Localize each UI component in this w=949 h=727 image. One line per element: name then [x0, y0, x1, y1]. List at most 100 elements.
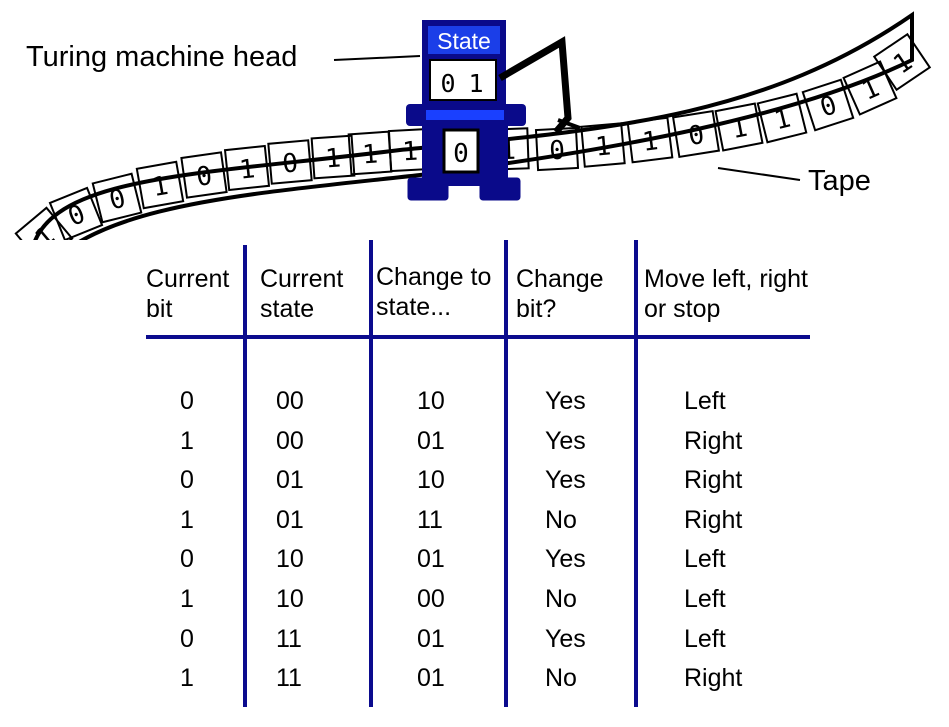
- tape-cell-bit: 1: [324, 143, 342, 174]
- tape-cell-border: [872, 32, 932, 92]
- tape-cell: 1: [626, 116, 674, 164]
- head-callout-line: [333, 55, 421, 61]
- tape-cell-bit: 0: [549, 136, 566, 167]
- tape-cell-border: [671, 109, 721, 159]
- table-cell: Yes: [545, 624, 586, 653]
- tape-cell-border: [310, 134, 356, 180]
- header-current-state: Current state: [260, 265, 344, 323]
- turing-machine-diagram: 100101011101011011011 0 State 0 1 Turing…: [14, 11, 932, 240]
- table-cell: 11: [276, 624, 302, 653]
- table-cell: Left: [684, 624, 726, 653]
- tape-cell-bit: 1: [594, 131, 612, 162]
- table-cell: No: [545, 585, 577, 613]
- table-divider-3: [504, 240, 508, 707]
- tape-cell-bit: 1: [150, 171, 171, 203]
- table-cell: 01: [417, 545, 445, 574]
- tape-cell: 1: [714, 102, 764, 152]
- table-cell: 1: [180, 585, 194, 613]
- tape-cell: 1: [756, 92, 808, 144]
- table-cell: 10: [417, 387, 445, 415]
- table-cell: 1: [180, 505, 194, 534]
- table-cell: 00: [417, 585, 445, 613]
- tape-cell-border: [842, 60, 898, 116]
- tape-cell-bit: 1: [771, 103, 793, 136]
- head-arm: [498, 36, 572, 135]
- tape-strip: [33, 11, 914, 240]
- table-cell: Left: [684, 585, 726, 613]
- tape-cell: 0: [180, 151, 228, 199]
- tape-cell: 1: [310, 134, 356, 180]
- table-cell: Yes: [545, 387, 586, 415]
- tape-cell-border: [48, 186, 104, 240]
- tape-cell-bit: 1: [729, 113, 750, 145]
- header-change-bit: Change bit?: [516, 265, 604, 323]
- tape-cell: 1: [135, 160, 185, 210]
- state-value-bit-2: 1: [468, 69, 483, 98]
- header-move: Move left, right or stop: [644, 265, 808, 323]
- tape-cell-bit: 0: [281, 148, 299, 179]
- tape-cell-bit: 1: [361, 139, 379, 170]
- tape-cell-border: [91, 172, 143, 224]
- table-cell: 01: [276, 505, 304, 534]
- table-cell: 00: [276, 426, 304, 455]
- tape-cell-border: [580, 122, 626, 168]
- tape-label: Tape: [808, 165, 871, 197]
- state-value-box: [429, 59, 497, 101]
- tape-cell-border: [223, 144, 271, 192]
- tape-cell-border: [801, 78, 855, 132]
- table-cell: Left: [684, 387, 726, 415]
- table-cell: 11: [276, 664, 302, 693]
- tape-callout-line: [717, 167, 801, 181]
- table-cell: 0: [180, 624, 194, 653]
- tape-cell-border: [714, 102, 764, 152]
- table-divider-4: [634, 240, 638, 707]
- table-cell: 10: [276, 545, 304, 574]
- state-value-bit-1: 0: [440, 69, 455, 98]
- table-cell: 00: [276, 387, 304, 415]
- table-cell: Yes: [545, 426, 586, 455]
- table-cell: 0: [180, 387, 194, 415]
- table-cell: No: [545, 664, 577, 693]
- table-cell: Yes: [545, 545, 586, 574]
- tape-cell-bit: 0: [686, 120, 706, 152]
- table-cell: 0: [180, 466, 194, 495]
- head-label: Turing machine head: [26, 41, 297, 73]
- turing-machine-head: 0 State 0 1: [406, 20, 581, 201]
- table-divider-1: [243, 245, 247, 707]
- header-change-to-state: Change to state...: [376, 263, 492, 321]
- table-cell: 1: [180, 664, 194, 693]
- table-cell: 11: [417, 505, 443, 534]
- table-cell: 01: [417, 624, 445, 653]
- tape-cell: 0: [91, 172, 143, 224]
- tape-cell-border: [135, 160, 185, 210]
- tape-cell-bit: 1: [238, 154, 257, 185]
- head-read-window: [442, 128, 480, 174]
- tape-cell-bit: 0: [194, 161, 214, 193]
- tape-cell: 0: [267, 139, 313, 185]
- tape-cell-border: [756, 92, 808, 144]
- table-cell: Yes: [545, 466, 586, 495]
- tape-cell-border: [626, 116, 674, 164]
- tape-cell: 1: [580, 122, 626, 168]
- header-current-bit: Current bit: [146, 265, 230, 323]
- table-divider-2: [369, 240, 373, 707]
- table-cell: 01: [417, 664, 445, 693]
- tape-cell-bit: 1: [641, 126, 660, 158]
- tape-cell-border: [180, 151, 228, 199]
- state-label: State: [437, 28, 491, 54]
- table-cell: 10: [276, 585, 304, 613]
- tape-cell-bit: 1: [402, 137, 419, 168]
- head-arm-finger: [557, 118, 581, 130]
- tape-cell-border: [267, 139, 313, 185]
- head-read-bit: 0: [453, 139, 469, 169]
- table-cell: Right: [684, 466, 743, 495]
- table-cell: 0: [180, 545, 194, 574]
- state-label-bg: [428, 26, 500, 54]
- tape-cell-bit: 0: [106, 183, 128, 216]
- header-underline: [146, 335, 810, 339]
- table-cell: 01: [417, 426, 445, 455]
- table-cell: Right: [684, 664, 743, 693]
- table-cell: Right: [684, 505, 743, 534]
- table-cell: 01: [276, 466, 304, 495]
